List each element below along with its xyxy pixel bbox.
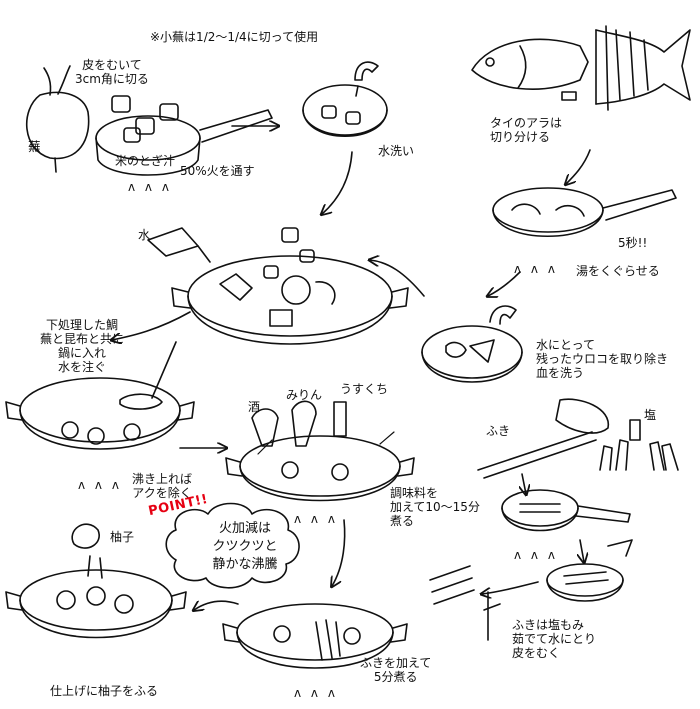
point-text: 火加減は クツクツと 静かな沸騰 bbox=[212, 521, 278, 572]
boil-label: 湯をくぐらせる bbox=[576, 264, 660, 278]
rinse-bowl bbox=[302, 61, 388, 137]
pot-final bbox=[5, 523, 187, 639]
seasoning-label: 調味料を 加えて10〜15分 煮る bbox=[390, 486, 480, 528]
fire-icon: ʌ ʌ ʌ bbox=[294, 686, 338, 700]
fuki-stalk bbox=[477, 398, 641, 479]
mirin-label: みりん bbox=[286, 388, 323, 402]
fire-icon: ʌ ʌ ʌ bbox=[78, 478, 122, 492]
pot-add-fuki bbox=[222, 603, 408, 669]
pan-5sec bbox=[492, 187, 677, 238]
arrow-fish-to-pan bbox=[566, 149, 591, 184]
wash-label: 水にとって 残ったウロコを取り除き 血を洗う bbox=[536, 338, 669, 380]
bowl-fuki bbox=[546, 539, 633, 602]
cut-ara-label: タイのアラは 切り分ける bbox=[490, 116, 563, 144]
note-text: ※小蕪は1/2〜1/4に切って使用 bbox=[150, 30, 319, 44]
wash-bowl bbox=[421, 305, 523, 383]
fire-icon: ʌ ʌ ʌ bbox=[514, 262, 558, 276]
skim-label: 沸き上れば アクを除く bbox=[132, 472, 193, 500]
kabu-label: 蕪 bbox=[28, 139, 41, 154]
hands-icon bbox=[599, 439, 679, 471]
arrow-pan-to-bowl bbox=[580, 539, 584, 562]
heat50-label: 50%火を通す bbox=[180, 164, 255, 178]
pan-rice-water bbox=[95, 95, 273, 176]
fire-icon: ʌ ʌ ʌ bbox=[294, 512, 338, 526]
five-sec-label: 5秒!! bbox=[618, 236, 648, 250]
finish-label: 仕上げに柚子をふる bbox=[50, 684, 159, 698]
fire-icon: ʌ ʌ ʌ bbox=[128, 180, 172, 194]
arrow-wash-to-pot bbox=[370, 260, 425, 297]
pan-fuki bbox=[501, 489, 631, 532]
arrow-pan-to-wash bbox=[488, 271, 521, 296]
water-label: 水 bbox=[138, 228, 151, 242]
arrow-pot-to-kombu bbox=[112, 311, 191, 340]
point-cloud bbox=[165, 502, 300, 589]
fuki-label: ふき bbox=[486, 424, 511, 438]
fish-icon bbox=[471, 25, 691, 111]
arrow-bowl-to-sticks bbox=[482, 581, 539, 594]
arrow-fuki-down bbox=[522, 473, 526, 494]
add-fuki-label: ふきを加えて 5分煮る bbox=[360, 656, 432, 684]
rinse-label: 水洗い bbox=[378, 144, 415, 158]
salt-label: 塩 bbox=[644, 408, 657, 422]
fuki-prep-label: ふきは塩もみ 茹でて水にとり 皮をむく bbox=[512, 618, 597, 660]
usukuchi-label: うすくち bbox=[340, 382, 389, 396]
fuki-sticks bbox=[429, 565, 501, 641]
fire-icon: ʌ ʌ ʌ bbox=[514, 548, 558, 562]
pot-water bbox=[147, 227, 409, 345]
pot-kombu bbox=[5, 341, 195, 450]
into-pot-label: 下処理した鯛 蕪と昆布と共に 鍋に入れ 水を注ぐ bbox=[40, 318, 125, 374]
turnip-icon bbox=[26, 65, 90, 173]
arrow-rinse-to-pot bbox=[322, 151, 353, 214]
rice-water-label: 米のとぎ汁 bbox=[115, 154, 176, 168]
arrow-addfuki-to-final bbox=[194, 600, 239, 610]
sake-label: 酒 bbox=[248, 400, 261, 414]
pot-seasoning bbox=[225, 400, 415, 502]
peel-label: 皮をむいて 3cm角に切る bbox=[75, 58, 149, 86]
arrow-season-to-addfuki bbox=[332, 519, 346, 586]
yuzu-label: 柚子 bbox=[110, 530, 135, 544]
